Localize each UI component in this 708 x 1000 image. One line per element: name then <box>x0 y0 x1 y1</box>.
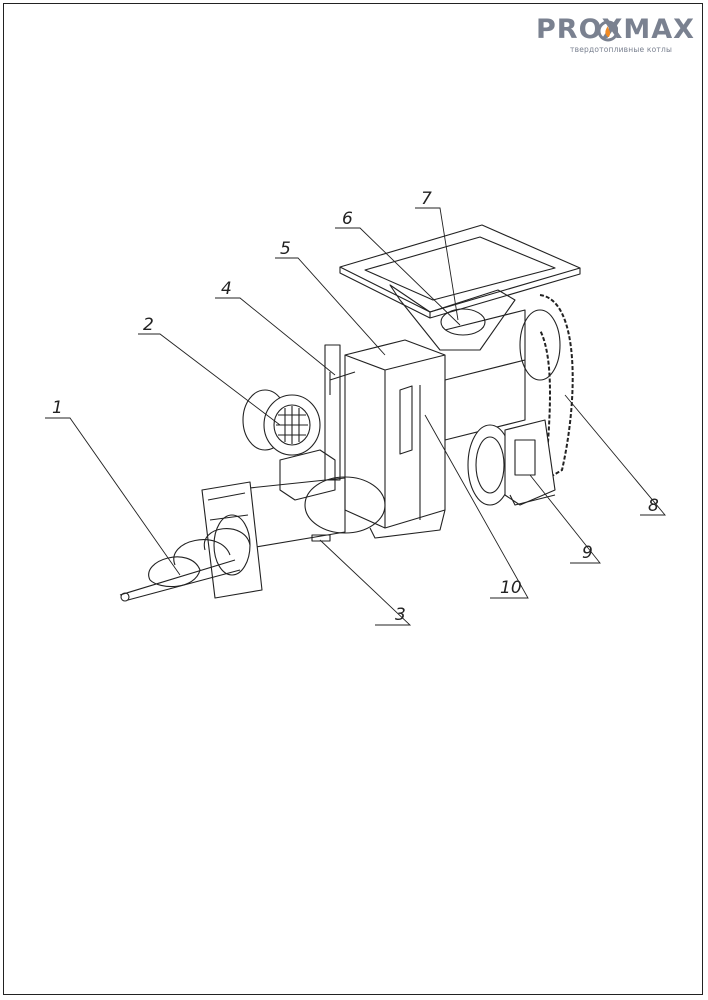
auger-flange <box>201 481 263 599</box>
leader-9 <box>529 474 601 564</box>
drive-chain <box>539 294 574 481</box>
callout-6: 6 <box>342 209 353 229</box>
callout-5: 5 <box>280 239 291 259</box>
feeder-body <box>344 339 446 529</box>
logo-brand: PROXMAX <box>536 14 695 45</box>
logo: PROXMAX твердотопливные котлы <box>530 14 700 54</box>
hopper-funnel <box>389 284 516 351</box>
flame-icon <box>598 20 618 42</box>
callout-3: 3 <box>395 605 406 625</box>
leader-5 <box>275 257 386 356</box>
callout-1: 1 <box>52 398 63 418</box>
drive-tube <box>444 359 526 441</box>
callout-7: 7 <box>421 189 432 209</box>
logo-tagline: твердотопливные котлы <box>570 45 673 54</box>
callout-8: 8 <box>648 496 659 516</box>
leader-1 <box>45 417 181 576</box>
callout-4: 4 <box>221 279 232 299</box>
leader-3 <box>319 539 412 626</box>
leader-2 <box>138 333 281 426</box>
callout-2: 2 <box>143 315 154 335</box>
leader-7 <box>415 207 459 321</box>
hopper-frame <box>339 224 581 313</box>
leader-4 <box>215 297 336 376</box>
gear-motor <box>467 419 556 506</box>
leader-8 <box>564 394 666 516</box>
leader-10 <box>424 414 529 599</box>
callout-9: 9 <box>582 543 593 563</box>
leader-6 <box>335 227 461 326</box>
hopper-opening <box>440 308 486 336</box>
callout-10: 10 <box>500 578 522 598</box>
fan-unit <box>242 389 336 501</box>
